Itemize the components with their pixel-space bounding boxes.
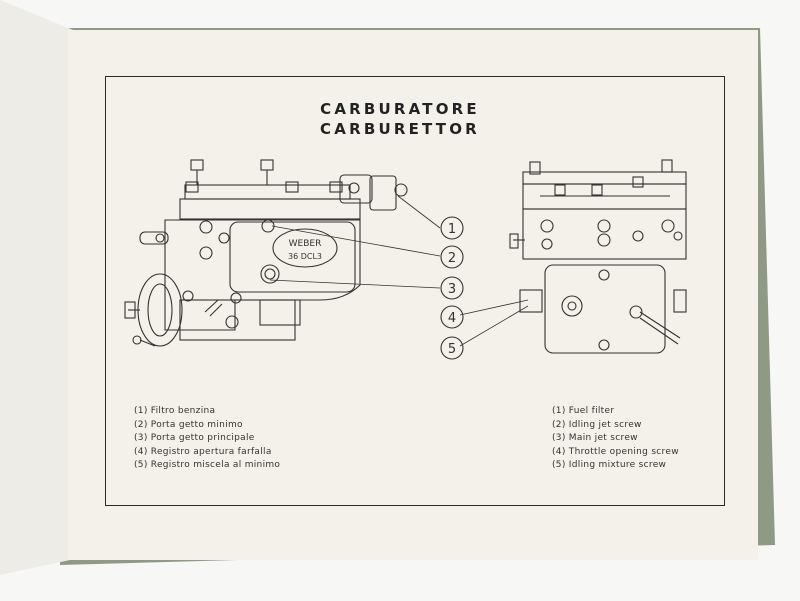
body-casting bbox=[229, 221, 356, 293]
carburettor-side-view bbox=[124, 159, 408, 347]
main-jet-screw bbox=[260, 264, 280, 284]
legend-it-item: (4) Registro apertura farfalla bbox=[134, 446, 272, 457]
throttle-opening-screw bbox=[519, 289, 543, 313]
legend-it-item: (3) Porta getto principale bbox=[134, 433, 255, 443]
weber-stamp-line2: 36 DCL3 bbox=[288, 252, 322, 261]
legend-en-item: (3) Main jet screw bbox=[552, 433, 638, 443]
legend-it-item: (5) Registro miscela al minimo bbox=[134, 460, 281, 470]
callout-5-label: 5 bbox=[448, 342, 456, 357]
legend-it-item: (2) Porta getto minimo bbox=[134, 419, 243, 430]
legend-en-item: (5) Idling mixture screw bbox=[552, 460, 667, 470]
accelerator-pump bbox=[137, 273, 183, 347]
callout-4-label: 4 bbox=[448, 311, 456, 326]
callout-leaders bbox=[269, 195, 529, 347]
legend-it-item: (1) Filtro benzina bbox=[134, 406, 216, 416]
legend-italian: (1) Filtro benzina (2) Porta getto minim… bbox=[134, 405, 280, 473]
callout-1-label: 1 bbox=[448, 222, 456, 237]
callout-2-label: 2 bbox=[448, 251, 456, 266]
diagram-frame bbox=[105, 76, 725, 506]
legend-en-item: (2) Idling jet screw bbox=[552, 419, 642, 430]
legend-en-item: (4) Throttle opening screw bbox=[552, 446, 679, 457]
callout-5: 5 bbox=[440, 336, 464, 360]
throttle-housing bbox=[544, 264, 666, 354]
callout-1: 1 bbox=[440, 216, 464, 240]
carburettor-end-view bbox=[509, 159, 687, 354]
callout-4: 4 bbox=[440, 305, 464, 329]
cover-bolts bbox=[185, 159, 343, 193]
callout-3-label: 3 bbox=[448, 282, 456, 297]
callout-2: 2 bbox=[440, 245, 464, 269]
callout-3: 3 bbox=[440, 276, 464, 300]
diagram-title-italian: CARBURATORE bbox=[320, 100, 480, 118]
fuel-filter-housing bbox=[339, 174, 373, 204]
weber-stamp-line1: WEBER bbox=[289, 239, 322, 249]
diagram-title-english: CARBURETTOR bbox=[320, 120, 480, 138]
legend-english: (1) Fuel filter (2) Idling jet screw (3)… bbox=[552, 405, 679, 473]
legend-en-item: (1) Fuel filter bbox=[552, 406, 615, 416]
